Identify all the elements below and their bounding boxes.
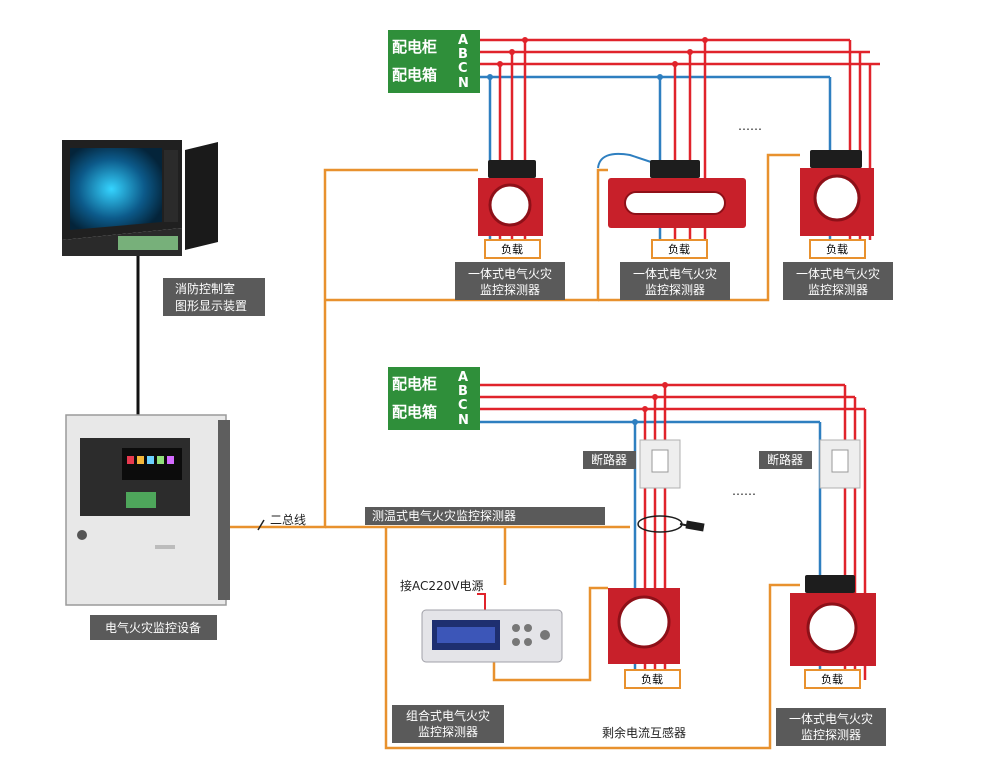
residual-ct-label: 剩余电流互感器 xyxy=(602,725,686,740)
distribution-panel-top: 配电柜 配电箱 A B C N xyxy=(388,30,480,93)
svg-text:断路器: 断路器 xyxy=(591,452,627,467)
combo-detector-device xyxy=(421,609,563,663)
svg-text:图形显示装置: 图形显示装置 xyxy=(175,299,247,313)
svg-text:负载: 负载 xyxy=(668,242,690,256)
phase-label: A xyxy=(458,33,468,48)
bottom-busbars xyxy=(480,382,865,425)
svg-text:监控探测器: 监控探测器 xyxy=(808,283,868,297)
svg-text:测温式电气火灾监控探测器: 测温式电气火灾监控探测器 xyxy=(372,508,516,523)
phase-label: B xyxy=(458,384,468,399)
residual-current-transformer xyxy=(608,588,680,664)
svg-text:负载: 负载 xyxy=(641,672,663,686)
panel-line2: 配电箱 xyxy=(392,66,437,84)
svg-text:负载: 负载 xyxy=(826,242,848,256)
circuit-breaker-2 xyxy=(819,439,861,489)
svg-text:监控探测器: 监控探测器 xyxy=(801,728,861,742)
integrated-detector-label-3: 一体式电气火灾 监控探测器 xyxy=(783,262,893,300)
control-device-label: 电气火灾监控设备 xyxy=(90,615,217,640)
svg-text:监控探测器: 监控探测器 xyxy=(645,283,705,297)
integrated-detector-3 xyxy=(800,150,874,236)
svg-text:剩余电流互感器: 剩余电流互感器 xyxy=(602,725,686,740)
phase-label: A xyxy=(458,370,468,385)
breaker-label-1: 断路器 xyxy=(583,451,636,469)
integrated-detector-2 xyxy=(597,152,746,228)
svg-text:消防控制室: 消防控制室 xyxy=(175,281,235,296)
svg-text:断路器: 断路器 xyxy=(767,452,803,467)
integrated-detector-label-2: 一体式电气火灾 监控探测器 xyxy=(620,262,730,300)
phase-label: B xyxy=(458,47,468,62)
breaker-label-2: 断路器 xyxy=(759,451,812,469)
ellipsis-bottom: …… xyxy=(732,484,756,498)
integrated-detector-4 xyxy=(790,575,876,666)
integrated-detector-label-4: 一体式电气火灾 监控探测器 xyxy=(776,708,886,746)
monitor-label: 消防控制室 图形显示装置 xyxy=(163,278,265,316)
bus-line-label: 二总线 xyxy=(270,513,306,527)
distribution-panel-bottom: 配电柜 配电箱 A B C N xyxy=(388,367,480,430)
integrated-detector-1 xyxy=(478,160,543,236)
load-box: 负载 xyxy=(809,239,866,259)
fire-monitoring-cabinet xyxy=(65,414,230,606)
svg-text:监控探测器: 监控探测器 xyxy=(418,725,478,739)
temp-detector-label: 测温式电气火灾监控探测器 xyxy=(365,507,605,525)
phase-label: C xyxy=(458,398,468,413)
load-box: 负载 xyxy=(624,669,681,689)
load-box: 负载 xyxy=(651,239,708,259)
load-box: 负载 xyxy=(804,669,861,689)
graphic-display-monitor xyxy=(62,140,218,418)
circuit-breaker-1 xyxy=(639,439,681,489)
panel-line1: 配电柜 xyxy=(392,375,437,393)
phase-label: N xyxy=(458,413,469,428)
top-busbars xyxy=(480,37,880,80)
svg-text:监控探测器: 监控探测器 xyxy=(480,283,540,297)
svg-text:一体式电气火灾: 一体式电气火灾 xyxy=(633,266,717,281)
ac-power-label: 接AC220V电源 xyxy=(400,578,484,593)
svg-text:一体式电气火灾: 一体式电气火灾 xyxy=(468,266,552,281)
load-box: 负载 xyxy=(484,239,541,259)
phase-label: N xyxy=(458,76,469,91)
svg-text:组合式电气火灾: 组合式电气火灾 xyxy=(406,708,490,723)
svg-text:电气火灾监控设备: 电气火灾监控设备 xyxy=(105,620,201,635)
svg-text:一体式电气火灾: 一体式电气火灾 xyxy=(789,711,873,726)
combo-detector-label: 组合式电气火灾 监控探测器 xyxy=(392,705,504,743)
panel-line2: 配电箱 xyxy=(392,403,437,421)
ac-power-wire xyxy=(477,593,486,610)
phase-label: C xyxy=(458,61,468,76)
temp-sensor-probe xyxy=(637,515,705,533)
svg-text:负载: 负载 xyxy=(501,242,523,256)
svg-text:负载: 负载 xyxy=(821,672,843,686)
ellipsis-top: …… xyxy=(738,119,762,133)
integrated-detector-label-1: 一体式电气火灾 监控探测器 xyxy=(455,262,565,300)
panel-line1: 配电柜 xyxy=(392,38,437,56)
svg-text:一体式电气火灾: 一体式电气火灾 xyxy=(796,266,880,281)
